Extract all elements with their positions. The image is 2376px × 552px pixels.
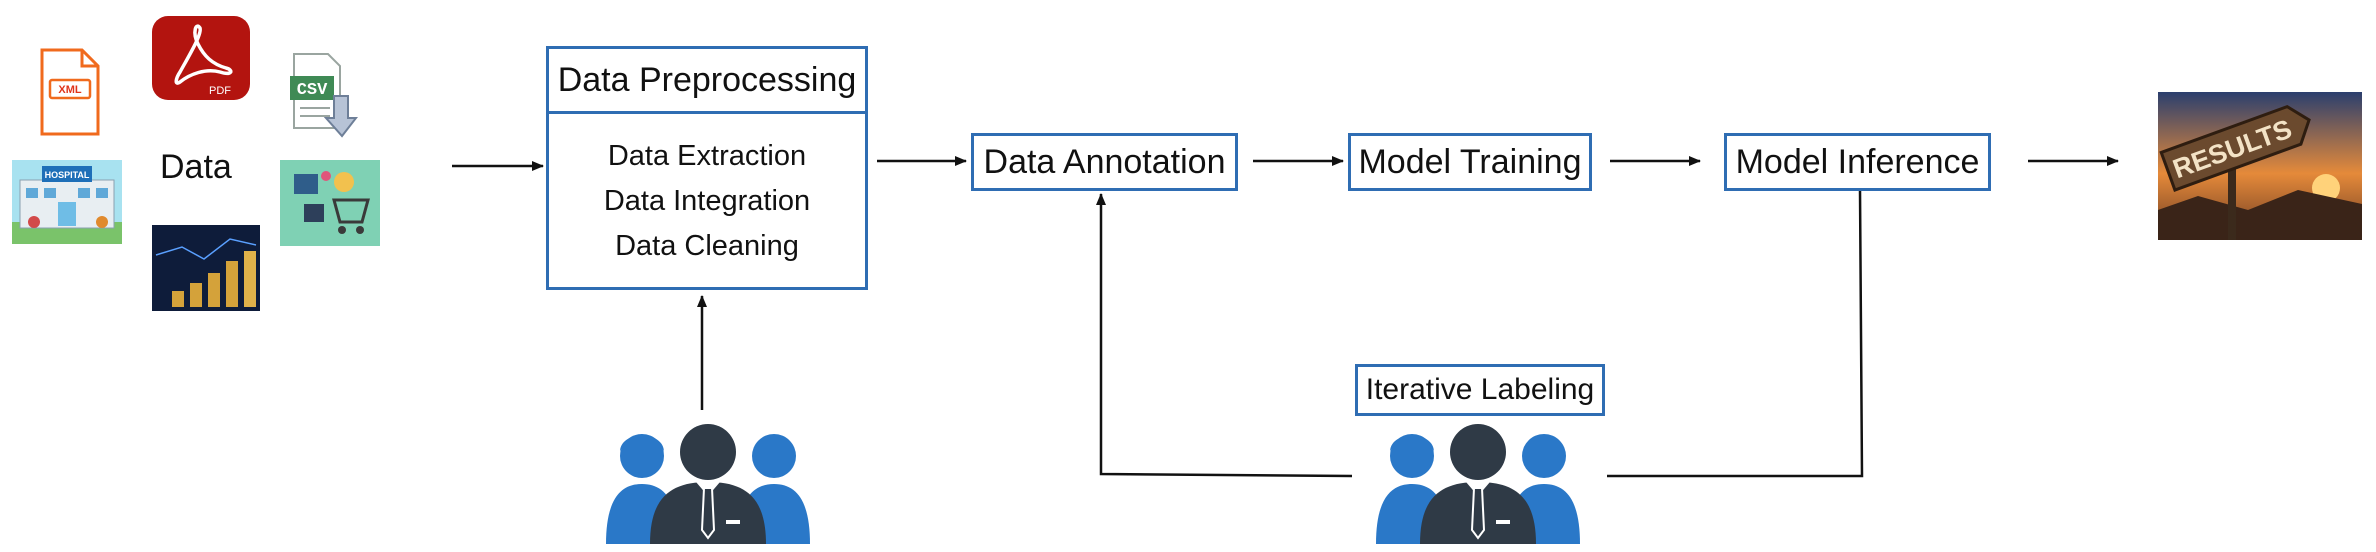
preprocessing-steps: Data Extraction Data Integration Data Cl… <box>549 114 865 269</box>
people-group-icon-labeling <box>1376 424 1580 544</box>
preprocessing-title: Data Preprocessing <box>549 49 865 114</box>
pdf-file-icon: PDF <box>152 16 250 100</box>
hospital-image: HOSPITAL <box>12 160 122 244</box>
annotation-box: Data Annotation <box>971 133 1238 191</box>
svg-text:PDF: PDF <box>209 85 231 97</box>
people-group-icon <box>606 424 810 544</box>
svg-text:CSV: CSV <box>297 81 328 100</box>
svg-text:HOSPITAL: HOSPITAL <box>45 170 90 180</box>
arrow-labeling-to-annotation <box>1096 193 1353 478</box>
xml-file-icon: XML <box>40 48 100 136</box>
step-data-integration: Data Integration <box>603 185 811 217</box>
preprocessing-box: Data Preprocessing Data Extraction Data … <box>546 46 868 290</box>
finance-coins-image <box>152 225 260 311</box>
shopping-cart-image <box>280 160 380 246</box>
step-data-cleaning: Data Cleaning <box>615 230 799 262</box>
svg-text:XML: XML <box>58 84 82 96</box>
inference-box: Model Inference <box>1724 133 1991 191</box>
loop-inference-to-labeling <box>1607 189 1864 478</box>
iterative-labeling-box: Iterative Labeling <box>1355 364 1605 416</box>
csv-file-icon: CSV <box>290 53 358 138</box>
step-data-extraction: Data Extraction <box>607 140 807 172</box>
training-box: Model Training <box>1348 133 1592 191</box>
data-label: Data <box>160 148 232 186</box>
results-image: RESULTS <box>2158 92 2362 240</box>
